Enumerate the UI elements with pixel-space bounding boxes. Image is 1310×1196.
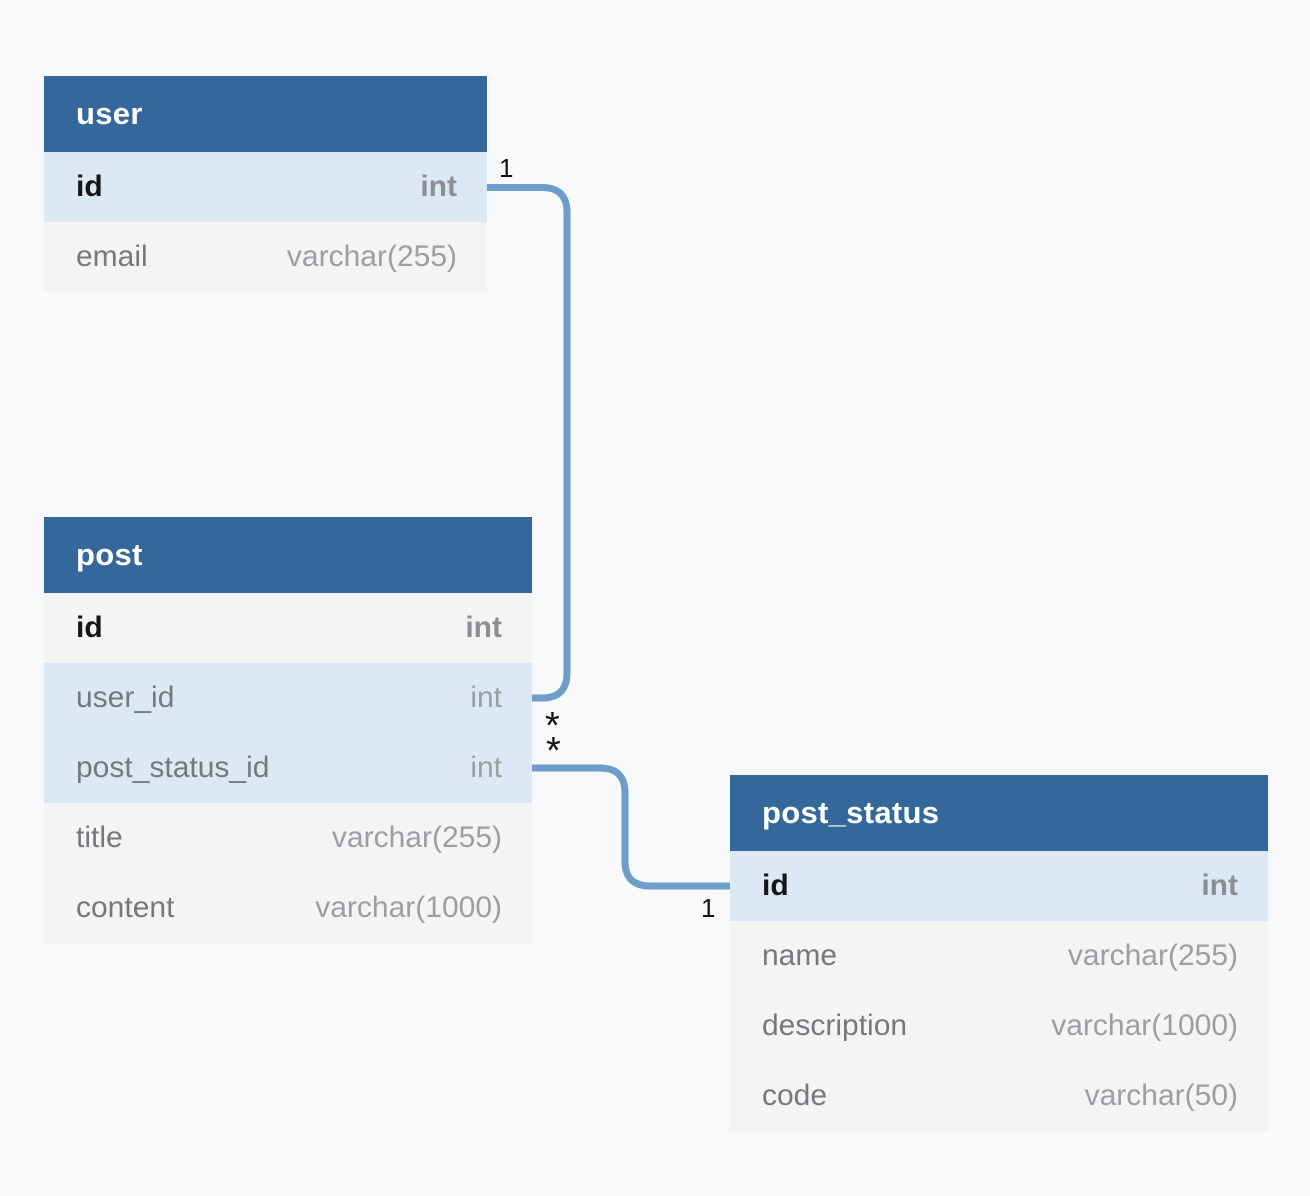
column-name: id [76, 611, 103, 644]
column-type: int [420, 170, 457, 203]
connector-post-status-id-to-post-status [532, 764, 730, 890]
table-title: user [76, 96, 143, 131]
row-post-id: id int [44, 593, 532, 663]
column-type: varchar(255) [1067, 939, 1238, 972]
row-post-user-id: user_id int [44, 663, 532, 733]
row-post-status-id: id int [730, 851, 1268, 921]
row-post-content: content varchar(1000) [44, 873, 532, 943]
table-post-status[interactable]: post_status id int name varchar(255) des… [730, 775, 1268, 1131]
column-name: id [762, 869, 789, 902]
column-name: title [76, 821, 123, 854]
column-name: content [76, 891, 175, 924]
cardinality-many-post-status-side: * [546, 730, 561, 772]
column-type: varchar(255) [286, 240, 457, 273]
column-type: int [465, 611, 502, 644]
row-post-status-name: name varchar(255) [730, 921, 1268, 991]
row-post-status-description: description varchar(1000) [730, 991, 1268, 1061]
table-post-status-header: post_status [730, 775, 1268, 851]
column-name: post_status_id [76, 751, 270, 784]
row-post-status-code: code varchar(50) [730, 1061, 1268, 1131]
column-type: varchar(255) [331, 821, 502, 854]
column-name: user_id [76, 681, 175, 714]
cardinality-one-post-status-side: 1 [701, 893, 716, 923]
row-user-id: id int [44, 152, 487, 222]
column-name: code [762, 1079, 828, 1112]
column-type: int [470, 681, 502, 714]
column-type: varchar(50) [1084, 1079, 1238, 1112]
column-name: email [76, 240, 148, 273]
cardinality-many-post-user-side: * [545, 705, 560, 747]
column-name: description [762, 1009, 908, 1042]
table-user-header: user [44, 76, 487, 152]
column-type: varchar(1000) [315, 891, 502, 924]
table-title: post_status [762, 795, 940, 830]
table-post-header: post [44, 517, 532, 593]
column-type: varchar(1000) [1051, 1009, 1238, 1042]
row-post-post-status-id: post_status_id int [44, 733, 532, 803]
cardinality-one-user-side: 1 [499, 153, 514, 183]
table-post[interactable]: post id int user_id int post_status_id i… [44, 517, 532, 943]
row-post-title: title varchar(255) [44, 803, 532, 873]
table-user[interactable]: user id int email varchar(255) [44, 76, 487, 292]
column-type: int [470, 751, 502, 784]
table-title: post [76, 537, 143, 572]
column-name: id [76, 170, 103, 203]
row-user-email: email varchar(255) [44, 222, 487, 292]
column-name: name [762, 939, 838, 972]
column-type: int [1201, 869, 1238, 902]
